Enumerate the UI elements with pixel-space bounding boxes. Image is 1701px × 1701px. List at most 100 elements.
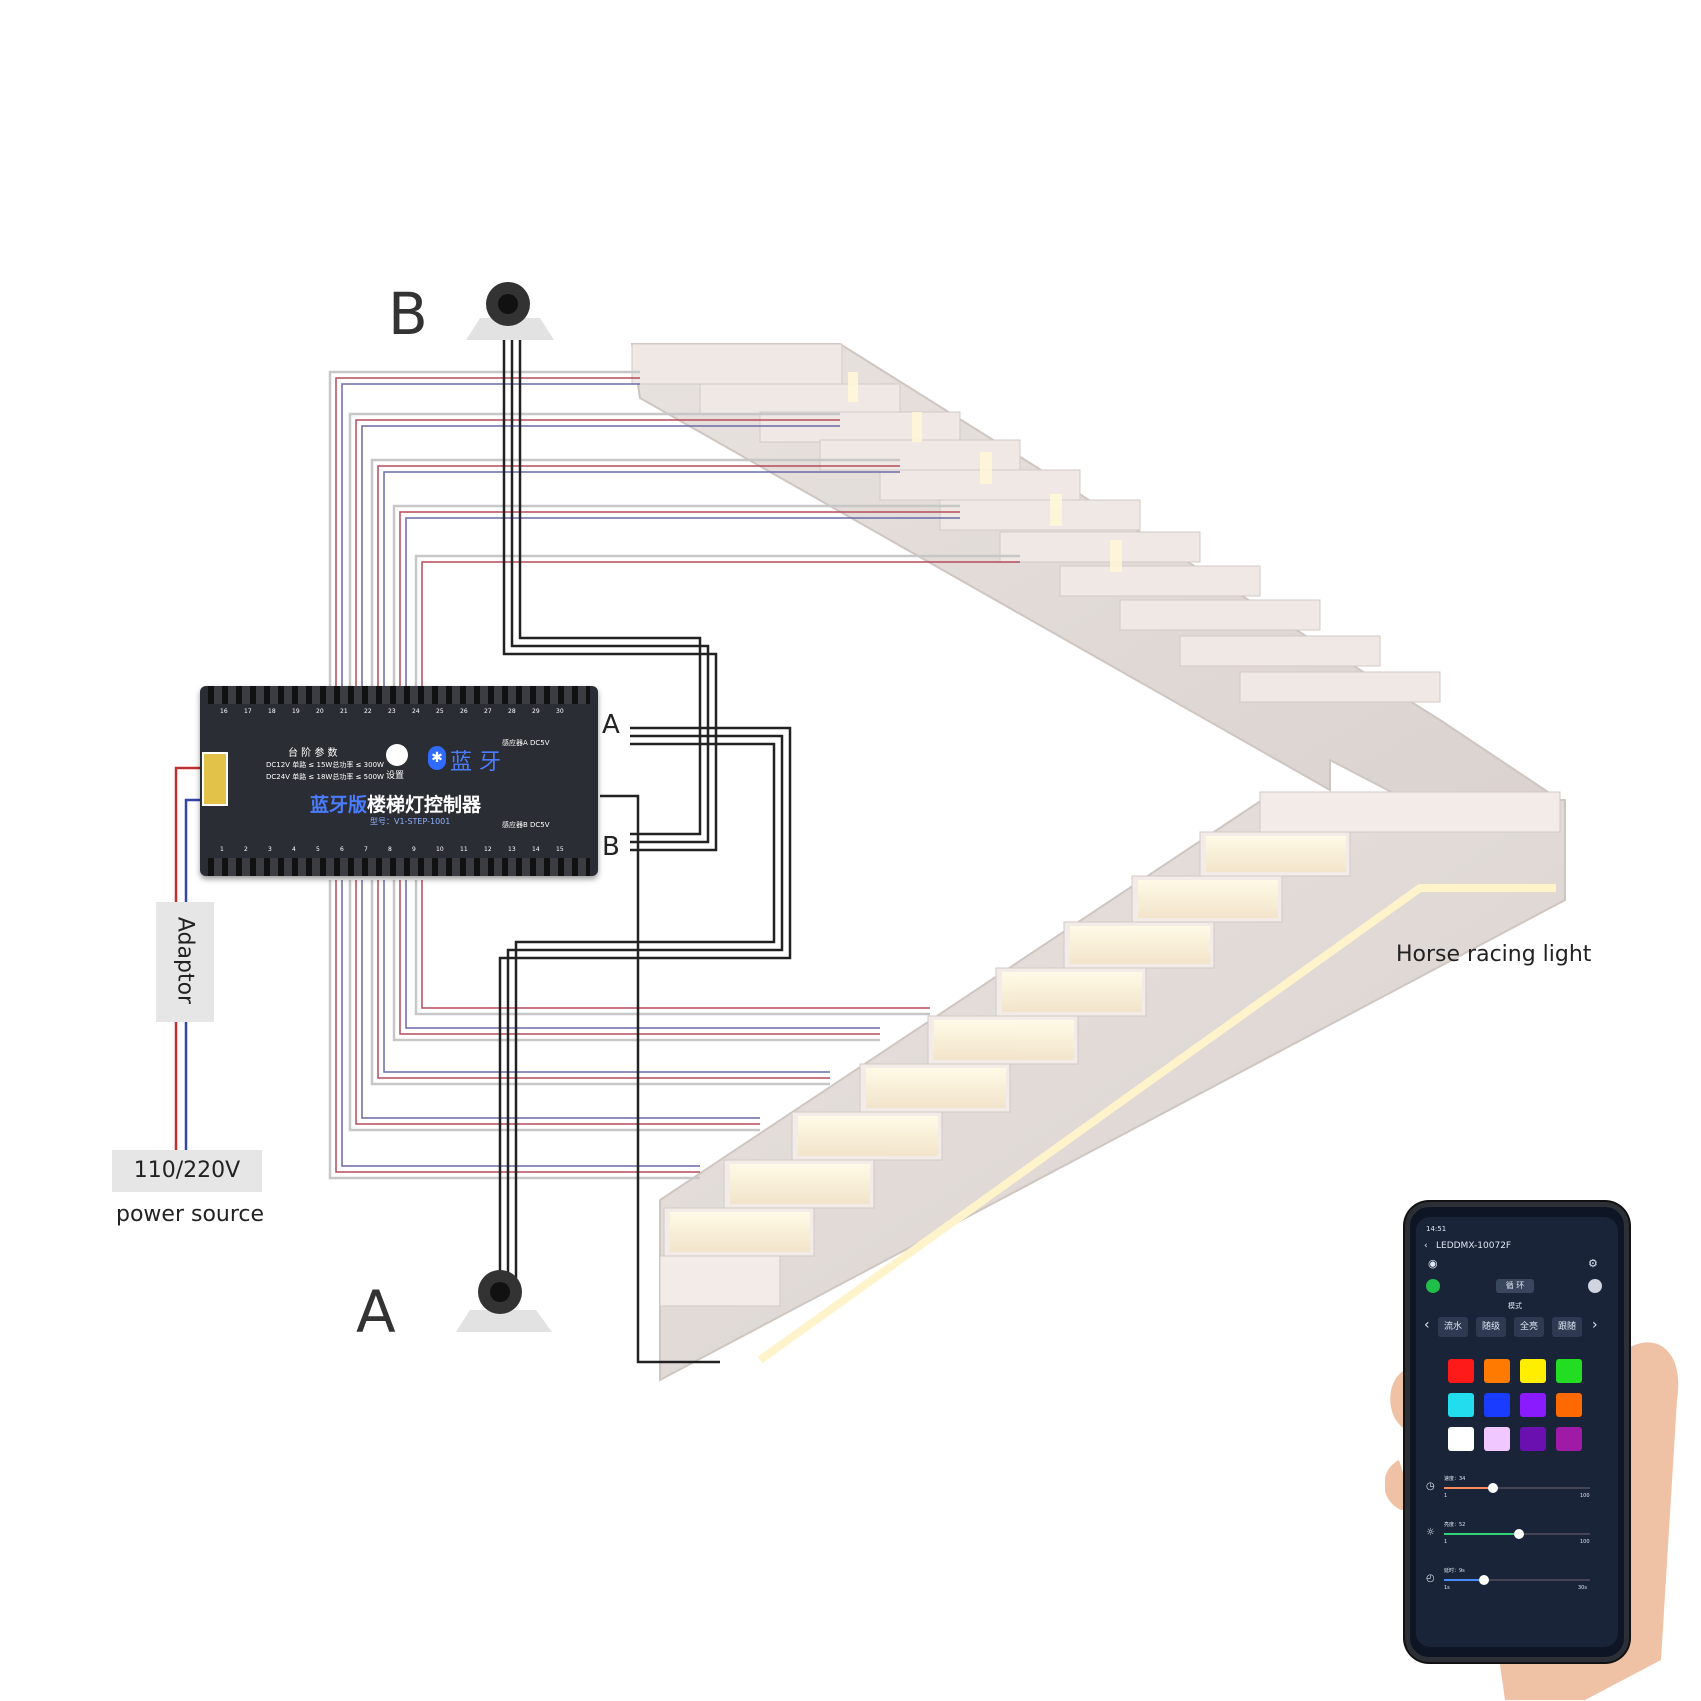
user-icon[interactable]: ◉ — [1428, 1257, 1438, 1270]
delay-max: 30s — [1578, 1585, 1587, 1591]
speed-max: 100 — [1580, 1493, 1590, 1499]
brightness-icon: ☼ — [1426, 1527, 1435, 1538]
color-swatch[interactable] — [1448, 1359, 1474, 1383]
speed-label: 速度：34 — [1444, 1476, 1466, 1482]
terminal-number: 6 — [340, 846, 344, 853]
terminal-number: 24 — [412, 708, 420, 715]
title-stair-light-controller: 楼梯灯控制器 — [367, 794, 482, 816]
speed-slider-knob[interactable] — [1487, 1483, 1498, 1493]
bottom-terminal-block — [208, 858, 590, 876]
brightness-slider-fill — [1444, 1533, 1520, 1535]
status-time: 14:51 — [1426, 1225, 1447, 1233]
delay-slider-track[interactable] — [1444, 1579, 1590, 1581]
spec-12v: DC12V 单路 ≤ 15W总功率 ≤ 300W — [266, 761, 384, 769]
terminal-number: 17 — [244, 708, 252, 715]
terminal-number: 16 — [220, 708, 228, 715]
spec-24v: DC24V 单路 ≤ 18W总功率 ≤ 500W — [266, 773, 384, 781]
terminal-number: 29 — [532, 708, 540, 715]
terminal-number: 20 — [316, 708, 324, 715]
color-swatch[interactable] — [1484, 1427, 1510, 1451]
terminal-number: 25 — [436, 708, 444, 715]
adaptor-label: Adaptor — [172, 916, 198, 1005]
sensor-a-label: A — [356, 1278, 396, 1346]
sensor-b-device — [466, 282, 554, 340]
color-swatch[interactable] — [1520, 1359, 1546, 1383]
step-wires — [328, 370, 1020, 1180]
power-cables — [174, 766, 204, 1152]
smartphone: 14:51 ‹ LEDDMX-10072F ◉ ⚙ 循 环 模式 ‹ › 流水 … — [1405, 1202, 1629, 1662]
terminal-number: 1 — [220, 846, 224, 853]
terminal-number: 15 — [556, 846, 564, 853]
lower-stair-flight — [659, 791, 1566, 1382]
back-icon[interactable]: ‹ — [1424, 1241, 1428, 1251]
color-swatch[interactable] — [1520, 1393, 1546, 1417]
brightness-label: 亮度：52 — [1444, 1522, 1466, 1528]
color-swatch[interactable] — [1520, 1427, 1546, 1451]
next-mode-icon[interactable]: › — [1592, 1317, 1598, 1333]
setting-button[interactable] — [386, 744, 408, 766]
speed-slider-track[interactable] — [1444, 1487, 1590, 1489]
terminal-number: 26 — [460, 708, 468, 715]
delay-slider-knob[interactable] — [1479, 1575, 1490, 1585]
terminal-number: 27 — [484, 708, 492, 715]
speed-min: 1 — [1444, 1493, 1448, 1499]
controller-title: 蓝牙版楼梯灯控制器 — [310, 790, 481, 817]
terminal-number: 3 — [268, 846, 272, 853]
color-swatch[interactable] — [1448, 1427, 1474, 1451]
brightness-slider-knob[interactable] — [1514, 1529, 1525, 1539]
color-swatch[interactable] — [1556, 1393, 1582, 1417]
speed-icon: ◷ — [1426, 1481, 1435, 1492]
upper-stair-flight — [630, 343, 1561, 882]
port-a-label: A — [602, 710, 620, 740]
loop-button[interactable]: 循 环 — [1496, 1279, 1534, 1293]
prev-mode-icon[interactable]: ‹ — [1424, 1317, 1430, 1333]
mode-button[interactable]: 流水 — [1438, 1317, 1468, 1337]
color-swatch[interactable] — [1484, 1393, 1510, 1417]
brightness-min: 1 — [1444, 1539, 1448, 1545]
gear-icon[interactable]: ⚙ — [1588, 1257, 1598, 1270]
color-swatch[interactable] — [1556, 1359, 1582, 1383]
top-terminal-block — [208, 686, 590, 704]
voltage-label: 110/220V — [112, 1150, 262, 1192]
terminal-number: 22 — [364, 708, 372, 715]
terminal-number: 7 — [364, 846, 368, 853]
horse-racing-light-label: Horse racing light — [1396, 942, 1592, 967]
color-swatch[interactable] — [1484, 1359, 1510, 1383]
terminal-number: 14 — [532, 846, 540, 853]
setting-label: 设置 — [386, 771, 405, 781]
terminal-number: 23 — [388, 708, 396, 715]
bluetooth-icon: ✱ — [428, 746, 446, 770]
bluetooth-text: 蓝 牙 — [450, 750, 501, 775]
power-source-label: power source — [116, 1202, 265, 1227]
port-b-label: B — [602, 832, 620, 862]
delay-min: 1s — [1444, 1585, 1450, 1591]
bluetooth-toggle-icon[interactable] — [1588, 1279, 1602, 1293]
terminal-number: 12 — [484, 846, 492, 853]
brightness-max: 100 — [1580, 1539, 1590, 1545]
sensor-a-port-label: 感应器A DC5V — [502, 739, 550, 747]
delay-label: 延时：9s — [1444, 1568, 1465, 1574]
device-name: LEDDMX-10072F — [1436, 1241, 1512, 1251]
color-swatch[interactable] — [1448, 1393, 1474, 1417]
power-input-port — [202, 752, 228, 806]
terminal-number: 30 — [556, 708, 564, 715]
color-swatch[interactable] — [1556, 1427, 1582, 1451]
model-number: 型号：V1-STEP-1001 — [370, 817, 451, 826]
params-heading: 台 阶 参 数 — [288, 748, 338, 759]
terminal-number: 8 — [388, 846, 392, 853]
power-icon[interactable] — [1426, 1279, 1440, 1293]
mode-label: 模式 — [1508, 1302, 1522, 1310]
terminal-number: 5 — [316, 846, 320, 853]
sensor-a-device — [456, 1270, 552, 1332]
terminal-number: 21 — [340, 708, 348, 715]
terminal-number: 10 — [436, 846, 444, 853]
mode-button[interactable]: 随级 — [1476, 1317, 1506, 1337]
clock-icon: ◴ — [1426, 1573, 1435, 1584]
terminal-number: 18 — [268, 708, 276, 715]
mode-button[interactable]: 全亮 — [1514, 1317, 1544, 1337]
delay-slider-fill — [1444, 1579, 1485, 1581]
mode-button[interactable]: 跟随 — [1552, 1317, 1582, 1337]
title-bluetooth-version: 蓝牙版 — [310, 794, 368, 816]
terminal-number: 28 — [508, 708, 516, 715]
